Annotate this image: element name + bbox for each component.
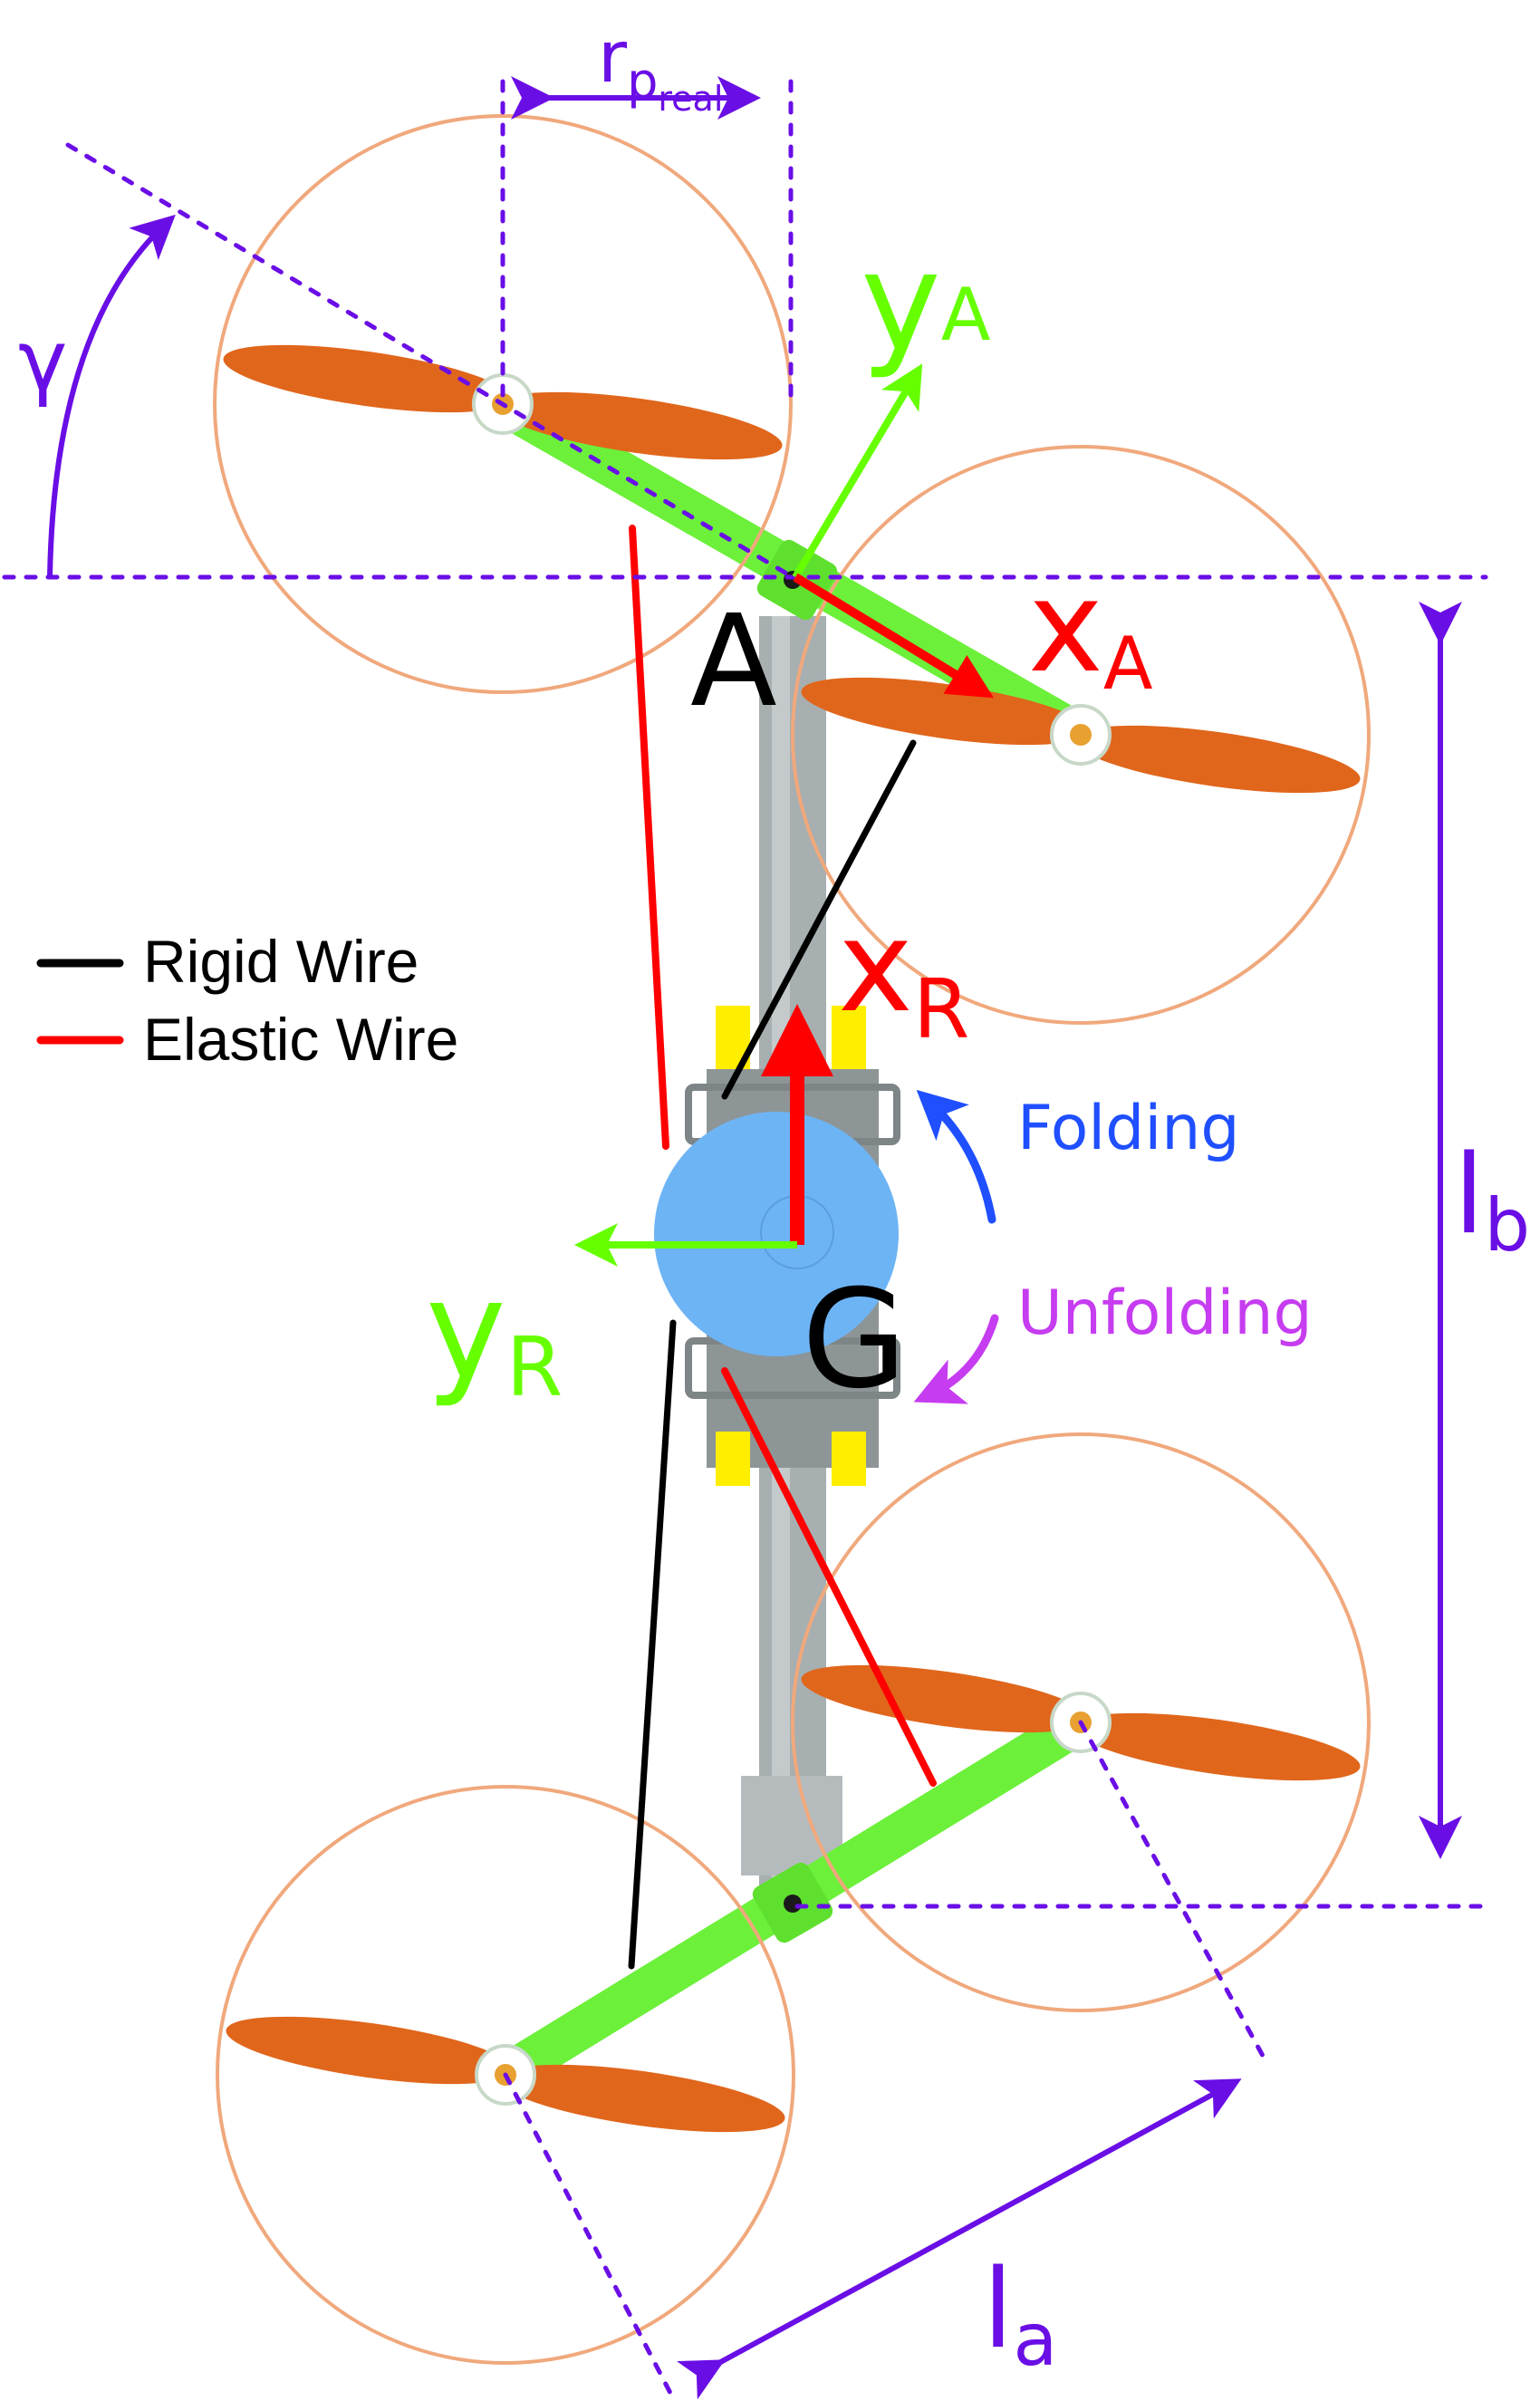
battery-bottom-right: [832, 1432, 866, 1486]
label-yA: yA: [861, 224, 991, 381]
propeller-front-left: [223, 344, 783, 460]
la-dimension-arrow: [676, 2078, 1242, 2400]
dimension-arrows: [47, 76, 1462, 2400]
battery-bottom-left: [716, 1432, 750, 1486]
label-unfolding: Unfolding: [1017, 1278, 1313, 1349]
label-A: A: [690, 588, 777, 736]
legend-label-elastic: Elastic Wire: [143, 1006, 458, 1073]
label-yR: yR: [426, 1252, 563, 1415]
gamma-arc-arrow: [47, 214, 176, 578]
dimension-lines: [2, 79, 1488, 2399]
elastic-wires: [629, 525, 937, 1787]
la-ext-rear-left: [503, 2072, 675, 2399]
disk-front-right: [791, 445, 1371, 1025]
label-xR: xR: [838, 893, 969, 1057]
pivot-rear: [784, 1895, 802, 1913]
legend-label-rigid: Rigid Wire: [143, 928, 419, 995]
disk-rear-left: [216, 1785, 795, 2365]
axis-yA: [792, 363, 923, 580]
gamma-arm-line: [65, 142, 795, 580]
la-ext-rear-right: [1078, 1720, 1271, 2068]
propeller-disks: [213, 114, 1371, 2365]
label-xA: xA: [1028, 554, 1153, 706]
disk-front-left: [213, 114, 793, 694]
propeller-front-right: [801, 677, 1361, 794]
axis-xA: [793, 573, 995, 699]
unfolding-arrow: [913, 1314, 999, 1404]
label-G: G: [802, 1261, 907, 1419]
label-folding: Folding: [1017, 1093, 1240, 1164]
elastic-wire-rear: [721, 1367, 937, 1787]
folding-arrow: [916, 1089, 996, 1224]
label-r-preal: rpreal: [598, 17, 723, 119]
rear-arm: [485, 1702, 1102, 2096]
rigid-wires: [628, 739, 917, 1970]
label-la: la: [983, 2247, 1057, 2382]
legend: Rigid Wire Elastic Wire: [36, 928, 458, 1073]
rigid-wire-rear: [628, 1319, 677, 1970]
label-lb: lb: [1454, 1133, 1530, 1268]
disk-rear-right: [791, 1432, 1371, 2012]
rigid-wire-front: [721, 739, 917, 1100]
elastic-wire-front: [629, 525, 669, 1150]
label-gamma: γ: [18, 313, 67, 410]
